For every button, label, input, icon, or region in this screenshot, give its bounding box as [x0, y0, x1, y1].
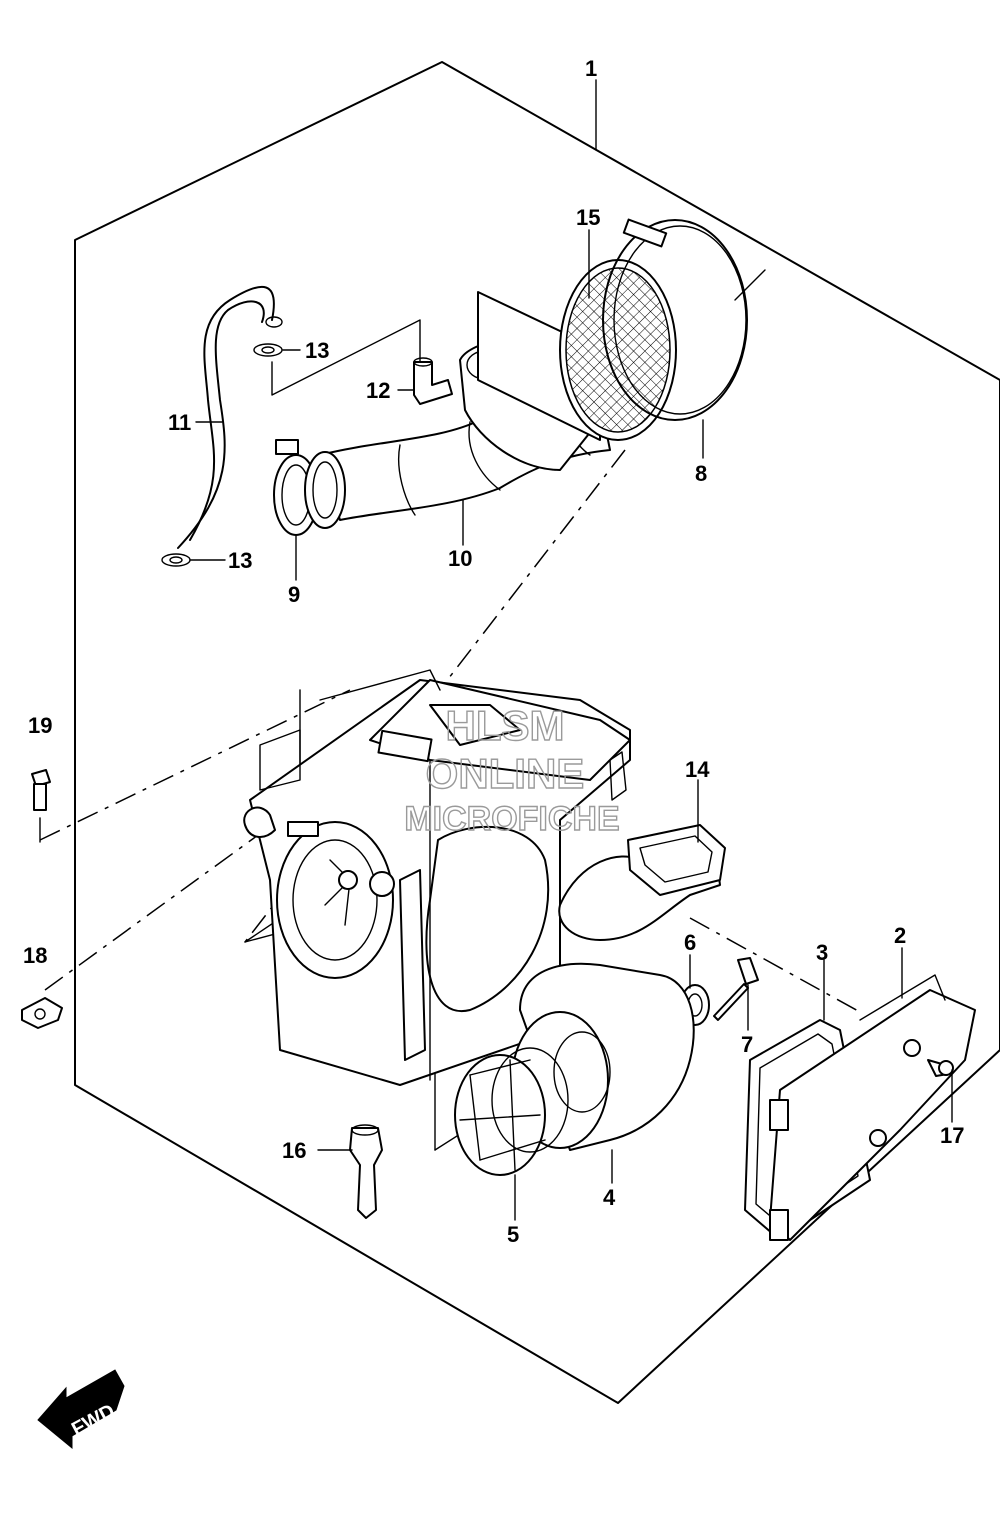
callout-16: 16: [282, 1138, 306, 1163]
elbow-joint: [413, 357, 453, 405]
callout-13-upper: 13: [305, 338, 329, 363]
callout-12: 12: [366, 378, 390, 403]
callout-3: 3: [816, 940, 828, 965]
watermark-line-3: MICROFICHE: [404, 800, 619, 838]
forward-direction-badge: FWD: [37, 1369, 125, 1450]
callout-8: 8: [695, 461, 707, 486]
breather-hose: [177, 285, 283, 549]
callout-5: 5: [507, 1222, 519, 1247]
callout-14: 14: [685, 757, 710, 782]
intake-duct: [558, 824, 726, 941]
clamp-band: [602, 218, 766, 421]
drain-plug: [349, 1124, 383, 1219]
callout-17: 17: [940, 1123, 964, 1148]
callout-9: 9: [288, 582, 300, 607]
watermark: HLSM ONLINE MICROFICHE: [404, 701, 621, 838]
filter-cage: [454, 1047, 569, 1176]
watermark-line-1: HLSM: [446, 702, 565, 749]
hose-clamp: [273, 439, 346, 536]
callout-labels: 1 2 3 4 5 6 7 8 9 10 11 12 13 13 14 15 1…: [23, 56, 964, 1247]
cover-screw: [927, 1059, 954, 1077]
callout-10: 10: [448, 546, 472, 571]
filter-element: [511, 962, 695, 1151]
leader-lines: [189, 79, 953, 1221]
callout-13-lower: 13: [228, 548, 252, 573]
callout-18: 18: [23, 943, 47, 968]
forward-arrow-icon: [37, 1369, 125, 1450]
callout-7: 7: [741, 1032, 753, 1057]
callout-19: 19: [28, 713, 52, 738]
air-cleaner-cover: [769, 974, 976, 1241]
callout-4: 4: [603, 1185, 616, 1210]
callout-2: 2: [894, 923, 906, 948]
bolt: [31, 769, 51, 811]
hose-clip-lower: [161, 553, 191, 567]
screw: [713, 957, 759, 1021]
watermark-line-2: ONLINE: [426, 750, 585, 797]
filter-screen: [559, 259, 677, 441]
callout-15: 15: [576, 205, 600, 230]
callout-6: 6: [684, 930, 696, 955]
assembly-outline: [74, 61, 1000, 1404]
callout-11: 11: [168, 410, 191, 435]
clip: [21, 997, 63, 1029]
callout-1: 1: [585, 56, 597, 81]
hose-clip-upper: [253, 343, 283, 357]
